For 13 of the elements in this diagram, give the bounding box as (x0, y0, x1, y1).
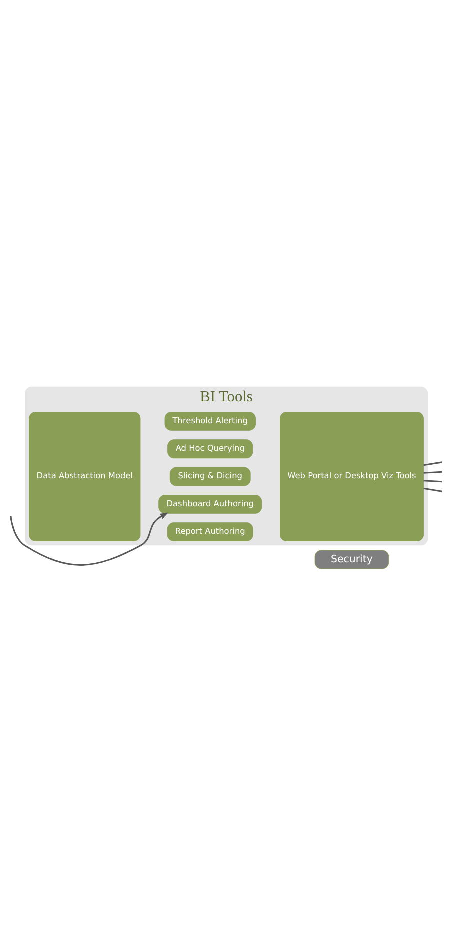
arrow (10, 512, 169, 566)
node-box: Threshold Alerting (164, 412, 256, 431)
node-box: Data Abstraction Model (29, 412, 141, 542)
node-box: Report Authoring (167, 522, 254, 542)
node-box: Slicing & Dicing (170, 467, 251, 486)
connector (424, 471, 442, 474)
node-box: Web Portal or Desktop Viz Tools (280, 412, 424, 542)
connector (424, 462, 442, 466)
node-box: Dashboard Authoring (158, 494, 262, 514)
connector (424, 488, 442, 492)
node-box: Ad Hoc Querying (168, 440, 254, 459)
node-box: Security (314, 550, 390, 570)
connector (424, 480, 442, 483)
